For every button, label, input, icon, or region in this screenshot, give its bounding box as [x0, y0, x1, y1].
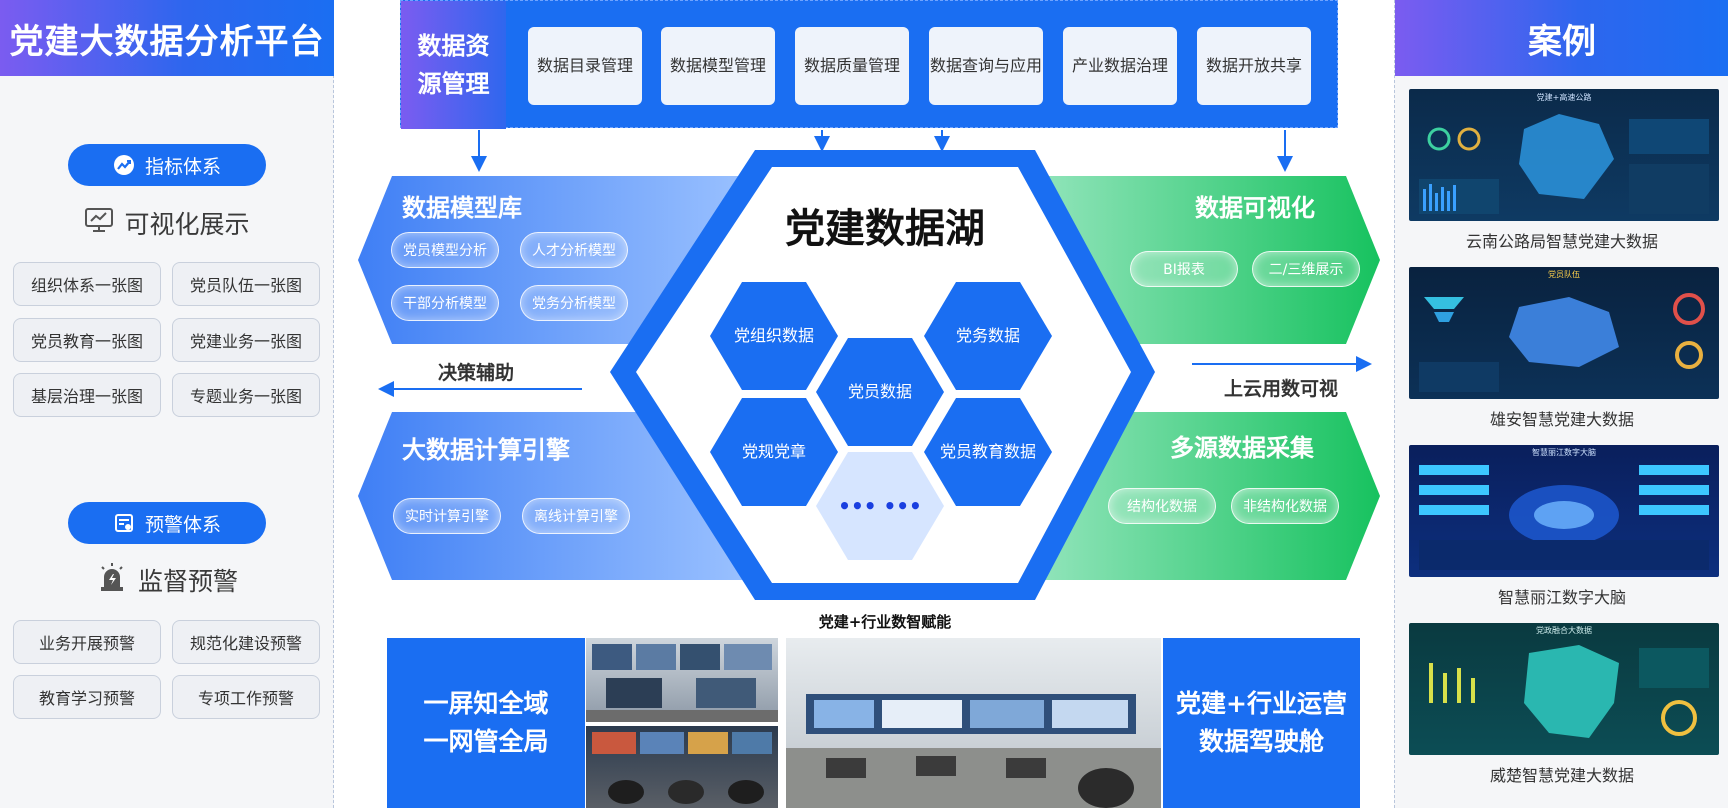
resource-item[interactable]: 数据模型管理 — [661, 27, 775, 105]
hex-label-party-org: 党组织数据 — [733, 326, 814, 345]
warning-tile[interactable]: 教育学习预警 — [13, 675, 161, 719]
monitor-chart-icon — [84, 206, 114, 240]
visual-tile[interactable]: 党建业务一张图 — [172, 318, 320, 362]
case-screen-title: 智慧丽江数字大脑 — [1532, 447, 1596, 457]
model-chip[interactable]: 人才分析模型 — [520, 232, 628, 268]
model-lib-title: 数据模型库 — [402, 194, 522, 222]
hex-label-party-affairs: 党务数据 — [955, 326, 1020, 345]
resource-item[interactable]: 数据目录管理 — [528, 27, 642, 105]
data-resource-bar: 数据资源管理 数据目录管理 数据模型管理 数据质量管理 数据查询与应用 产业数据… — [400, 0, 1338, 129]
case-screen-title: 党员队伍 — [1548, 269, 1580, 279]
one-screen-line-1: 一屏知全域 — [423, 689, 549, 718]
resource-item[interactable]: 产业数据治理 — [1063, 27, 1177, 105]
collection-chip[interactable]: 结构化数据 — [1108, 488, 1216, 524]
platform-title: 党建大数据分析平台 — [0, 0, 334, 76]
warning-system-label: 预警体系 — [144, 513, 221, 536]
visual-display-heading: 可视化展示 — [0, 203, 334, 243]
compute-engine-title: 大数据计算引擎 — [402, 436, 570, 464]
decision-support-label: 决策辅助 — [438, 362, 515, 384]
case-screenshot[interactable]: 党政融合大数据 — [1409, 623, 1719, 755]
case-screenshot[interactable]: 党建+高速公路 — [1409, 89, 1719, 221]
visual-tile[interactable]: 基层治理一张图 — [13, 373, 161, 417]
case-caption: 云南公路局智慧党建大数据 — [1465, 232, 1658, 251]
case-screenshot[interactable]: 智慧丽江数字大脑 — [1409, 445, 1719, 577]
hex-label-education: 党员教育数据 — [939, 442, 1036, 461]
case-caption: 威楚智慧党建大数据 — [1489, 766, 1634, 785]
trend-chart-icon — [113, 154, 135, 176]
collection-chip[interactable]: 非结构化数据 — [1231, 488, 1339, 524]
cockpit-line-2: 数据驾驶舱 — [1198, 727, 1324, 756]
operations-center-photo — [786, 638, 1161, 808]
resource-item[interactable]: 数据质量管理 — [795, 27, 909, 105]
data-lake-title: 党建数据湖 — [785, 206, 985, 252]
cockpit-line-1: 党建+行业运营 — [1176, 689, 1347, 718]
hex-party-org — [710, 282, 838, 390]
cockpit-block: 党建+行业运营 数据驾驶舱 — [1163, 638, 1360, 808]
hex-label-member: 党员数据 — [847, 382, 912, 401]
visual-tile[interactable]: 专题业务一张图 — [172, 373, 320, 417]
cloud-visual-label: 上云用数可视 — [1224, 378, 1339, 400]
visualization-chip[interactable]: BI报表 — [1130, 251, 1238, 287]
hex-party-affairs — [924, 282, 1052, 390]
one-screen-block: 一屏知全域 一网管全局 — [387, 638, 585, 808]
data-resource-label: 数据资源管理 — [401, 1, 506, 129]
visual-tile[interactable]: 党员队伍一张图 — [172, 262, 320, 306]
control-room-photo-2 — [586, 726, 778, 808]
warning-tile[interactable]: 专项工作预警 — [172, 675, 320, 719]
supervision-warning-label: 监督预警 — [137, 567, 238, 596]
alarm-siren-icon — [96, 561, 128, 599]
one-screen-line-2: 一网管全局 — [423, 727, 549, 756]
warning-tile[interactable]: 业务开展预警 — [13, 620, 161, 664]
visual-tile[interactable]: 党员教育一张图 — [13, 318, 161, 362]
hex-member — [816, 338, 944, 446]
hex-label-regulations: 党规党章 — [741, 442, 806, 461]
case-screen-title: 党政融合大数据 — [1536, 625, 1592, 635]
case-caption: 雄安智慧党建大数据 — [1489, 410, 1634, 429]
compute-engine-panel — [358, 412, 760, 580]
collection-title: 多源数据采集 — [1170, 434, 1314, 462]
empower-caption: 党建+行业数智赋能 — [818, 613, 952, 631]
indicator-system-label: 指标体系 — [144, 155, 221, 178]
model-chip[interactable]: 党员模型分析 — [391, 232, 499, 268]
visualization-title: 数据可视化 — [1195, 194, 1315, 222]
resource-item[interactable]: 数据查询与应用 — [929, 27, 1043, 105]
visual-tile[interactable]: 组织体系一张图 — [13, 262, 161, 306]
hex-regulations — [710, 398, 838, 506]
engine-chip[interactable]: 离线计算引擎 — [522, 498, 630, 534]
engine-chip[interactable]: 实时计算引擎 — [393, 498, 501, 534]
case-caption: 智慧丽江数字大脑 — [1497, 588, 1626, 607]
left-panel: 党建大数据分析平台 指标体系 可视化展示 组织体系一张图 党员队伍一张图 党员教… — [0, 0, 334, 808]
warning-system-pill[interactable]: 预警体系 — [68, 502, 266, 544]
supervision-warning-heading: 监督预警 — [0, 560, 334, 600]
control-room-photo-1 — [586, 638, 778, 722]
indicator-system-pill[interactable]: 指标体系 — [68, 144, 266, 186]
alert-document-icon — [113, 512, 135, 534]
case-screenshot[interactable]: 党员队伍 — [1409, 267, 1719, 399]
visualization-chip[interactable]: 二/三维展示 — [1252, 251, 1360, 287]
hex-more — [816, 452, 944, 560]
model-chip[interactable]: 干部分析模型 — [391, 285, 499, 321]
cases-title: 案例 — [1395, 0, 1728, 76]
model-chip[interactable]: 党务分析模型 — [520, 285, 628, 321]
hex-education — [924, 398, 1052, 506]
cases-panel: 案例 党建+高速公路 云南公路局智慧党建大数据 党员队伍 雄安智慧党建大数据 智… — [1394, 0, 1728, 808]
resource-item[interactable]: 数据开放共享 — [1197, 27, 1311, 105]
warning-tile[interactable]: 规范化建设预警 — [172, 620, 320, 664]
hex-label-more: ••• ••• — [838, 494, 922, 518]
case-screen-title: 党建+高速公路 — [1537, 92, 1592, 102]
visual-display-label: 可视化展示 — [124, 210, 250, 239]
